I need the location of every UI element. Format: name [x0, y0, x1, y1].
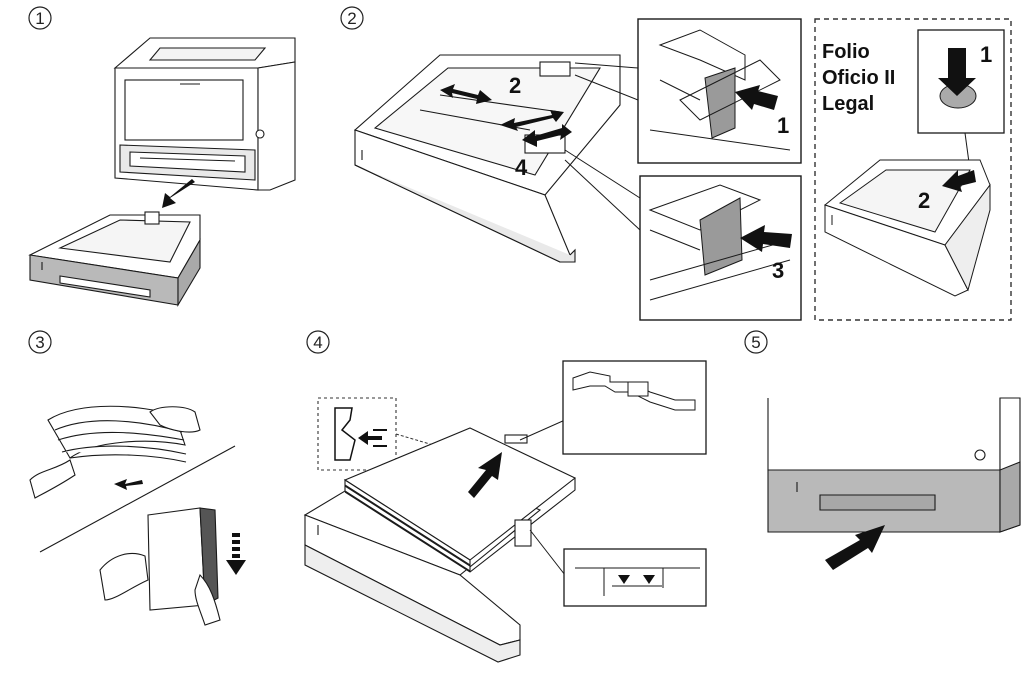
- svg-text:2: 2: [347, 9, 356, 28]
- step-3-badge: 3: [28, 330, 52, 354]
- svg-text:3: 3: [35, 333, 44, 352]
- step-2-callout-2: 2: [509, 73, 521, 98]
- step-4-push-arrow: [468, 452, 502, 498]
- step-4-limit-detail-box: [563, 548, 707, 607]
- step-3-tap-paper-illustration: [99, 507, 221, 626]
- step-3-tap-down-arrow: [226, 533, 246, 575]
- step-4-tray-illustration: [303, 427, 577, 663]
- step-3-left-arrow: [114, 479, 143, 490]
- folio-inset-box: 1: [917, 29, 1005, 134]
- step-2-guide-arrows: [440, 84, 572, 147]
- step-1-printer-illustration: [113, 37, 296, 191]
- step-5-printer-illustration: [767, 397, 1021, 533]
- svg-text:5: 5: [751, 333, 760, 352]
- step-3-table-edge: [39, 445, 236, 553]
- step-2-tray-illustration: [353, 54, 621, 263]
- step-4-limit-pointer: [529, 529, 566, 576]
- step-4-badge: 4: [306, 330, 330, 354]
- step-1-paper-tray: [28, 211, 201, 308]
- step-2-detail-box-bottom: 3: [639, 175, 802, 321]
- legal-label: Legal: [822, 93, 874, 115]
- step-5-push-arrow: [825, 525, 885, 570]
- step-4-guide-detail-box: [562, 360, 707, 455]
- folio-callout-2: 2: [918, 188, 930, 213]
- folio-label: Folio: [822, 41, 870, 63]
- svg-text:1: 1: [35, 9, 44, 28]
- step-2-callout-1: 1: [777, 113, 789, 138]
- step-2-callout-4: 4: [515, 155, 528, 180]
- step-2-callout-lines: [564, 62, 641, 231]
- svg-text:4: 4: [313, 333, 322, 352]
- step-3-fan-paper-illustration: [29, 405, 201, 499]
- folio-callout-1: 1: [980, 42, 992, 67]
- step-4-paper-orientation-box: [317, 397, 397, 471]
- step-5-badge: 5: [744, 330, 768, 354]
- folio-dashed-panel: Folio Oficio II Legal 1 2: [814, 18, 1012, 321]
- step-2-detail-box-top: 1: [637, 18, 802, 164]
- step-2-callout-3: 3: [772, 258, 784, 283]
- step-2-badge: 2: [340, 6, 364, 30]
- oficio-label: Oficio II: [822, 67, 895, 89]
- step-4-guide-pointer: [519, 419, 566, 441]
- step-1-badge: 1: [28, 6, 52, 30]
- step-1-pull-arrow: [162, 179, 195, 208]
